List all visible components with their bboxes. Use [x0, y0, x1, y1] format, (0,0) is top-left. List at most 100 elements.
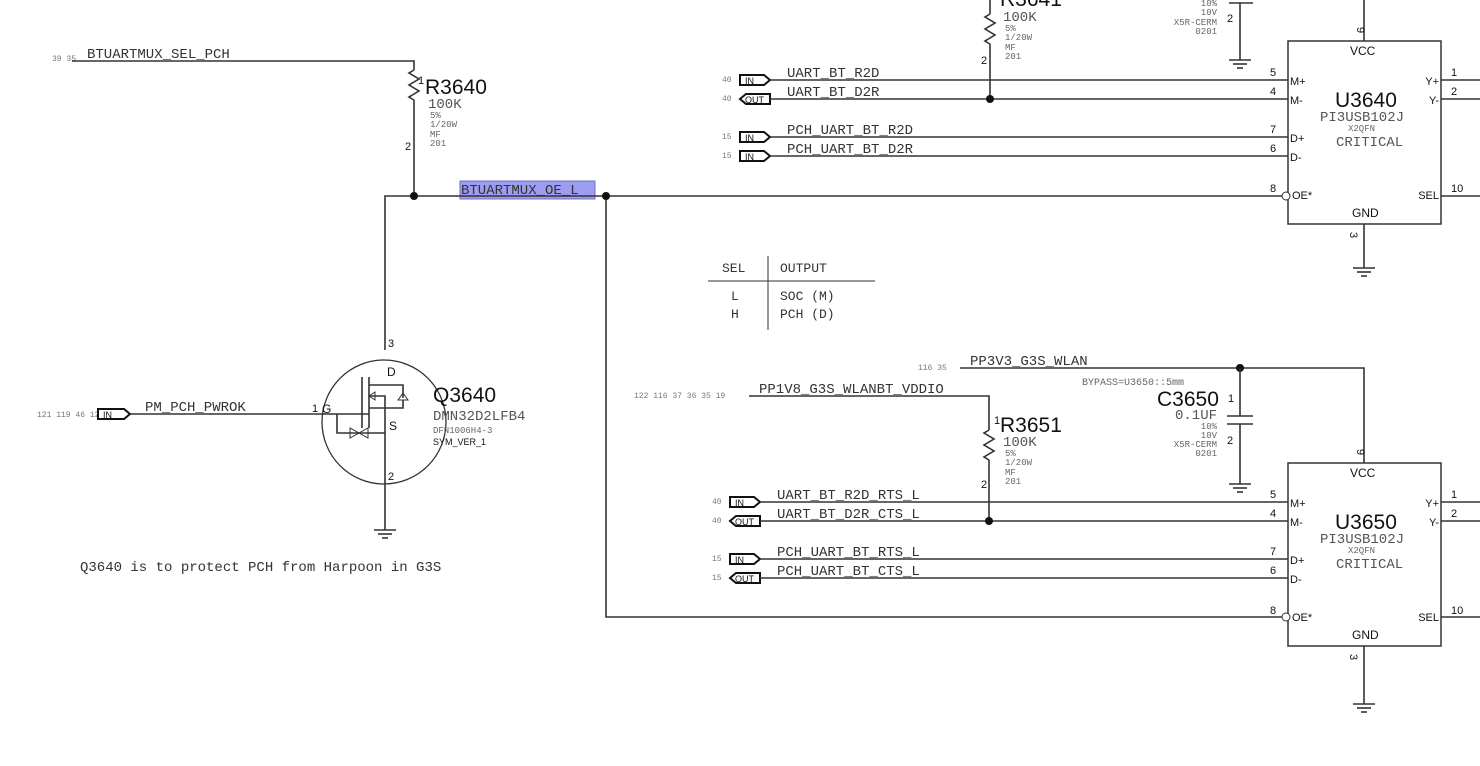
net-label[interactable]: PP3V3_G3S_WLAN	[970, 354, 1088, 370]
type: MF	[430, 130, 441, 140]
pin-label: SEL	[1418, 190, 1439, 202]
tolerance: 10%	[1201, 422, 1218, 432]
table-cell: PCH (D)	[780, 307, 835, 322]
junction	[602, 192, 610, 200]
pin-label: Y-	[1429, 517, 1439, 529]
bypass-note: BYPASS=U3650::5mm	[1082, 378, 1184, 389]
pin-number: 1	[312, 403, 318, 415]
pin-label: VCC	[1350, 44, 1376, 58]
ic-u3640[interactable]: 9 3 VCC GND M+ M- D+ D- OE* 5 4 7 6 8 Y+…	[1270, 0, 1480, 277]
pin-number: 2	[388, 471, 394, 483]
input-port-icon	[739, 74, 772, 86]
mosfet-q3640[interactable]: 3 2 1 G D S Q3640 DMN32D2LFB4 DFN1006H4-…	[312, 338, 525, 539]
voltage: 10V	[1201, 431, 1218, 441]
output-port-icon	[728, 572, 761, 584]
capacitor-c3641[interactable]: 10% 10V X5R-CERM 0201 2	[1174, 0, 1253, 69]
tolerance: 5%	[1005, 449, 1016, 459]
net-label[interactable]: PCH_UART_BT_CTS_L	[777, 564, 920, 580]
port-type: IN	[735, 498, 744, 508]
pin-number: 10	[1451, 605, 1463, 617]
table-cell: H	[731, 307, 739, 322]
pin-number: 6	[1270, 143, 1276, 155]
pin-number: 1	[418, 75, 424, 87]
resistor-r3640[interactable]: 1 R3640 100K 5% 1/20W MF 201 2	[405, 69, 487, 196]
ref-designator: C3650	[1157, 388, 1219, 411]
top-uart-nets[interactable]: 40 IN UART_BT_R2D 40 OUT UART_BT_D2R 15 …	[722, 66, 1288, 162]
pin-label: VCC	[1350, 466, 1376, 480]
port-type: IN	[735, 555, 744, 565]
pin-label: Y+	[1425, 76, 1439, 88]
type: MF	[1005, 468, 1016, 478]
net-label[interactable]: BTUARTMUX_SEL_PCH	[87, 47, 230, 63]
table-header: SEL	[722, 261, 745, 276]
net-label[interactable]: PCH_UART_BT_RTS_L	[777, 545, 920, 561]
pin-label: D-	[1290, 152, 1302, 164]
net-btuartmux-sel-pch[interactable]: 39 35 BTUARTMUX_SEL_PCH	[52, 47, 415, 70]
part-number: DMN32D2LFB4	[433, 409, 525, 425]
net-label[interactable]: UART_BT_D2R	[787, 85, 880, 101]
bottom-uart-nets[interactable]: 40 IN UART_BT_R2D_RTS_L 40 OUT UART_BT_D…	[712, 488, 1288, 584]
resistor-r3651[interactable]: 1 R3651 100K 5% 1/20W MF 201 2	[981, 414, 1062, 521]
ref-designator: U3650	[1335, 511, 1397, 534]
part-number: PI3USB102J	[1320, 110, 1404, 126]
input-port-icon	[739, 131, 772, 143]
active-low-bubble	[1281, 612, 1291, 622]
pin-number: 2	[1227, 435, 1233, 447]
pin-number: 4	[1270, 86, 1276, 98]
capacitor-c3650[interactable]: BYPASS=U3650::5mm C3650 0.1UF 10% 10V X5…	[1082, 368, 1253, 493]
pin-number: 8	[1270, 183, 1276, 195]
dielectric: X5R-CERM	[1174, 18, 1217, 28]
pin-number: 7	[1270, 546, 1276, 558]
pin-label: Y-	[1429, 95, 1439, 107]
part-number: PI3USB102J	[1320, 532, 1404, 548]
net-label[interactable]: UART_BT_R2D_RTS_L	[777, 488, 920, 504]
pin-number: 2	[405, 141, 411, 153]
net-label[interactable]: PCH_UART_BT_R2D	[787, 123, 913, 139]
net-label[interactable]: PP1V8_G3S_WLANBT_VDDIO	[759, 382, 944, 398]
net-pp1v8-g3s-wlanbt-vddio[interactable]: 122 116 37 36 35 19 PP1V8_G3S_WLANBT_VDD…	[634, 382, 990, 430]
resistor-r3641[interactable]: R3641 100K 5% 1/20W MF 201 2	[981, 0, 1062, 99]
pin-label: M-	[1290, 95, 1303, 107]
package: 201	[1005, 52, 1021, 62]
pin-number: 1	[1451, 489, 1457, 501]
value: 100K	[1003, 10, 1037, 26]
net-refs: 122 116 37 36 35 19	[634, 392, 725, 401]
net-refs: 40	[712, 498, 722, 507]
pin-label: GND	[1352, 206, 1379, 220]
pin-number: 8	[1270, 605, 1276, 617]
net-label[interactable]: UART_BT_R2D	[787, 66, 879, 82]
value: 100K	[428, 97, 462, 113]
pin-label: D+	[1290, 555, 1304, 567]
gate-label: G	[322, 402, 331, 416]
pin-label: Y+	[1425, 498, 1439, 510]
net-label[interactable]: BTUARTMUX_OE_L	[461, 183, 579, 199]
net-label[interactable]: PM_PCH_PWROK	[145, 400, 246, 416]
value: 100K	[1003, 435, 1037, 451]
package: X2QFN	[1348, 546, 1375, 556]
net-pp3v3-g3s-wlan[interactable]: 116 35 PP3V3_G3S_WLAN	[918, 354, 1365, 463]
junction	[410, 192, 418, 200]
pin-number: 3	[1347, 654, 1359, 660]
table-cell: SOC (M)	[780, 289, 835, 304]
net-refs: 39 35	[52, 55, 76, 64]
net-label[interactable]: UART_BT_D2R_CTS_L	[777, 507, 920, 523]
input-port-icon	[729, 553, 762, 565]
drain-label: D	[387, 365, 396, 379]
port-type: OUT	[735, 517, 755, 527]
power-rating: 1/20W	[430, 120, 458, 130]
annotation-note: Q3640 is to protect PCH from Harpoon in …	[80, 560, 441, 576]
selection-highlight	[459, 180, 596, 200]
pin-number: 10	[1451, 183, 1463, 195]
ref-designator: R3640	[425, 76, 487, 99]
junction	[985, 517, 993, 525]
ic-u3650[interactable]: 9 3 VCC GND M+ M- D+ D- OE* 5 4 7 6 8 Y+…	[1270, 449, 1480, 713]
net-refs: 116 35	[918, 364, 947, 373]
net-label[interactable]: PCH_UART_BT_D2R	[787, 142, 914, 158]
pin-number: 9	[1354, 449, 1366, 455]
pin-label: D+	[1290, 133, 1304, 145]
net-pm-pch-pwrok[interactable]: 121 119 46 12 IN PM_PCH_PWROK	[37, 400, 320, 420]
pin-number: 2	[1451, 86, 1457, 98]
pin-label: M-	[1290, 517, 1303, 529]
net-btuartmux-oe-l[interactable]: BTUARTMUX_OE_L	[384, 180, 1282, 618]
ref-designator: R3641	[1000, 0, 1062, 11]
